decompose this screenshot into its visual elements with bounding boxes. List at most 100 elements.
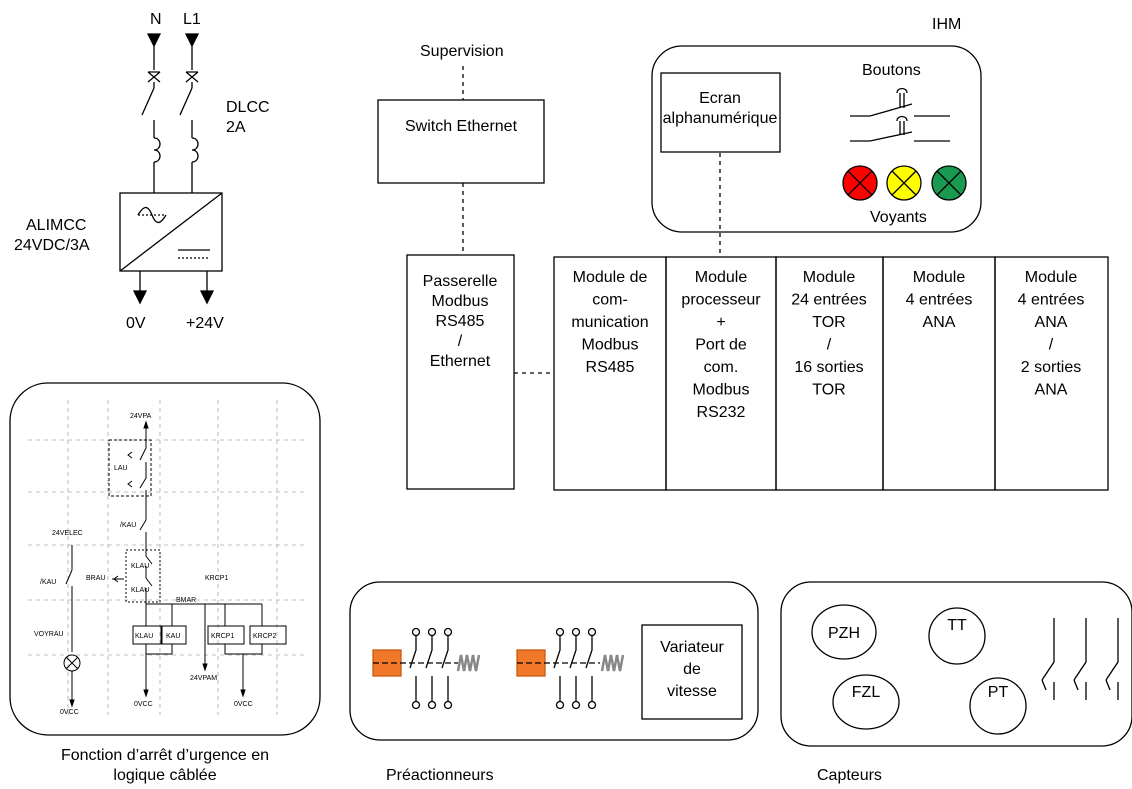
contactor-1 [372,627,481,710]
module-1-line-5: Modbus [693,382,750,399]
plc-rack [406,254,1109,491]
module-0-line-1: com- [592,292,628,309]
module-4-line-0: Module [1025,269,1078,286]
variator-line-2: vitesse [667,683,717,700]
switch-label: Switch Ethernet [405,118,518,135]
label-0vcc-1: 0VCC [60,709,79,716]
module-1-line-2: + [716,314,725,331]
modules-text: Module decom-municationModbusRS485Module… [571,269,1084,421]
module-2-line-5: TOR [812,382,845,399]
variator-line-0: Variateur [660,639,724,656]
module-4-line-4: 2 sorties [1021,359,1081,376]
sensor-pt-label: PT [988,684,1009,701]
label-coil-kau: KAU [166,633,180,640]
sensor-fzl-icon [832,674,900,730]
screen-box [660,72,781,153]
capteurs-panel [780,581,1132,747]
screen-label-2: alphanumérique [663,110,778,127]
network-section [377,66,721,374]
gateway-line-0: Passerelle [423,273,498,290]
estop-panel: 24VPA LAU /KAU 24VELEC /KAU BRAU KLAU KL… [9,382,321,784]
sensor-fzl-label: FZL [852,684,881,701]
label-lau: LAU [114,465,128,472]
sensor-pt-icon [969,677,1027,735]
spring-2-icon [600,654,625,672]
supervision-label: Supervision [420,43,504,60]
label-klau-b: KLAU [131,587,149,594]
n-fuse-coil [153,137,161,163]
spring-1-icon [456,654,481,672]
n-terminal-arrow [146,33,162,48]
psu-label-2: 24VDC/3A [14,237,90,254]
module-1-line-0: Module [695,269,748,286]
module-1-line-6: RS232 [697,404,746,421]
estop-frame [9,382,321,736]
out-0v-label: 0V [126,315,146,332]
label-0vcc-3: 0VCC [234,701,253,708]
buttons-label: Boutons [862,62,921,79]
module-4-line-1: 4 entrées [1018,292,1085,309]
out-24v-arrow [199,290,215,305]
label-coil-klau: KLAU [135,633,153,640]
push-button-icon-2 [850,115,950,142]
indicator-light-icon-2 [931,165,967,201]
label-voyrau: VOYRAU [34,631,64,638]
label-klau-a: KLAU [131,563,149,570]
module-0-line-0: Module de [573,269,648,286]
breaker-label-1: DLCC [226,99,270,116]
label-brau: BRAU [86,575,105,582]
module-1-line-4: com. [704,359,739,376]
l1-disconnect-mark [185,71,199,83]
label-24vpam: 24VPAM [190,675,217,682]
coil-klau [132,625,162,645]
gateway-line-4: Ethernet [430,353,491,370]
module-1-line-3: Port de [695,337,747,354]
out-24v-label: +24V [186,315,224,332]
indicator-lights [842,165,967,201]
label-kau-left: /KAU [40,579,56,586]
lights-label: Voyants [870,209,927,226]
n-label: N [150,11,162,28]
out-0v-arrow [132,290,148,305]
preactionneurs-frame [349,581,759,741]
label-bmar: BMAR [176,597,196,604]
module-3-line-0: Module [913,269,966,286]
module-3-line-1: 4 entrées [906,292,973,309]
module-2-line-4: 16 sorties [794,359,863,376]
module-2-line-2: TOR [812,314,845,331]
psu-diagonal [119,192,223,272]
variator-box [641,624,743,720]
label-24vpa: 24VPA [130,413,152,420]
n-switch-blade [141,87,155,116]
klau-contacts-box [125,549,161,603]
power-supply-section [119,33,223,305]
indicator-light-icon-0 [842,165,878,201]
indicator-light-icon-1 [886,165,922,201]
module-ana-io-box [994,256,1109,491]
l1-switch-blade [179,87,193,116]
module-3-line-2: ANA [923,314,956,331]
switch-box [377,99,545,184]
ihm-title: IHM [932,16,961,33]
label-coil-krcp2: KRCP2 [253,633,276,640]
capteurs-frame [780,581,1132,747]
module-4-line-2: ANA [1035,314,1068,331]
n-disconnect-mark [147,71,161,83]
module-1-line-1: processeur [681,292,761,309]
label-coil-krcp1: KRCP1 [211,633,234,640]
screen-label-1: Ecran [699,90,741,107]
capteurs-label: Capteurs [817,767,882,784]
estop-labels: 24VPA LAU /KAU 24VELEC /KAU BRAU KLAU KL… [34,413,276,716]
estop-grid [28,400,305,715]
push-button-icon-1 [850,87,950,117]
module-2-line-0: Module [803,269,856,286]
sensor-pzh-label: PZH [828,625,860,642]
module-2-line-3: / [827,337,832,354]
module-0-line-4: RS485 [586,359,635,376]
label-24velec: 24VELEC [52,530,83,537]
psu-label-1: ALIMCC [26,217,86,234]
